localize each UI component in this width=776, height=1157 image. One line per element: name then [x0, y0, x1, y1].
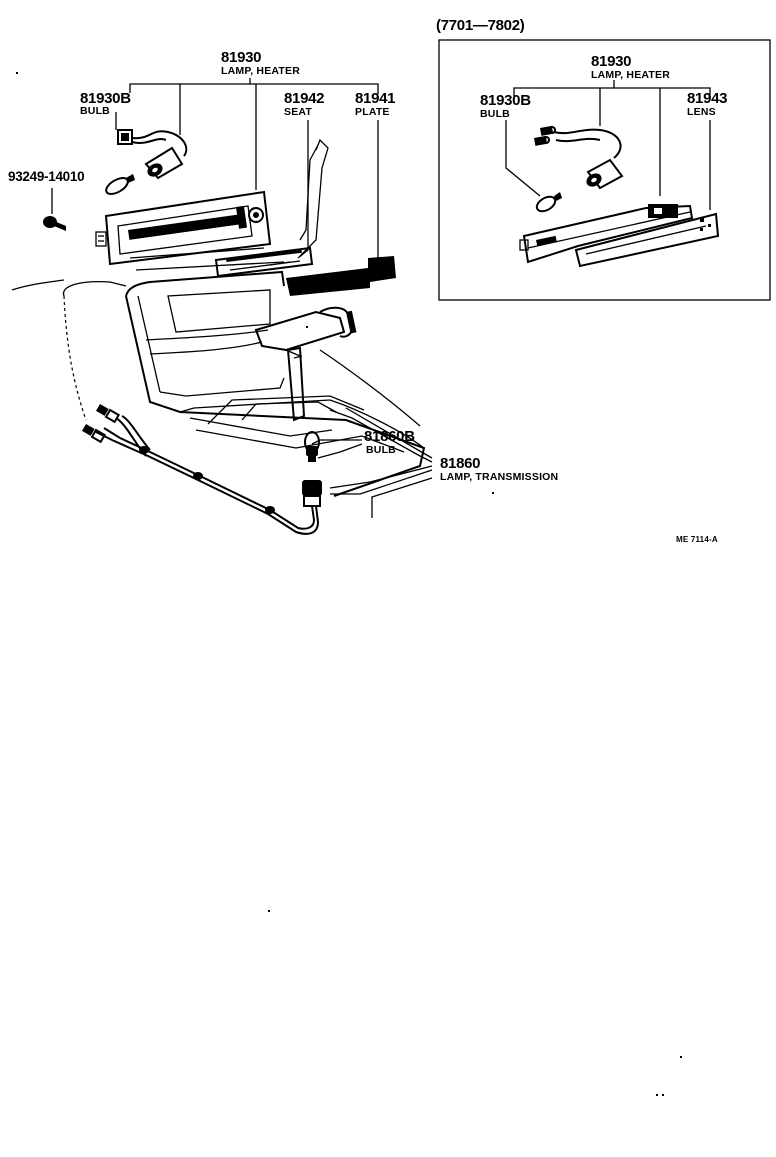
inset-lamp-heater-name: LAMP, HEATER [591, 69, 671, 81]
bulb-number: 81930B [80, 90, 131, 107]
leader-lines [51, 78, 433, 518]
trans-lamp-wire [82, 404, 322, 535]
seat-number: 81942 [284, 90, 325, 107]
console-outline [11, 138, 426, 497]
inset-lens-name: LENS [687, 106, 716, 118]
screw-number: 93249-14010 [8, 169, 85, 184]
screw-93249 [43, 216, 66, 231]
heater-socket-wire-main [117, 129, 188, 180]
scan-specks [16, 72, 682, 1096]
lamp-heater-name: LAMP, HEATER [221, 65, 301, 77]
heater-bulb-main [105, 174, 135, 195]
inset-bulb-number: 81930B [480, 92, 531, 109]
heater-control-panel [95, 190, 272, 266]
plate-name: PLATE [355, 106, 390, 118]
seat-name: SEAT [284, 106, 313, 118]
trans-bulb-number: 81860B [364, 428, 415, 445]
lamp-heater-number: 81930 [221, 49, 262, 66]
inset-lamp-heater-number: 81930 [591, 53, 632, 70]
plate-81941 [286, 256, 396, 296]
trans-bulb [304, 431, 320, 462]
inset-leaders [505, 80, 711, 210]
figure-code: ME 7114-A [676, 535, 718, 544]
inset-frame [438, 39, 771, 301]
trans-lamp-name: LAMP, TRANSMISSION [440, 471, 559, 483]
inset-bulb-name: BULB [480, 108, 510, 120]
inset-heater-lamp [519, 125, 720, 268]
seat-81942 [214, 246, 314, 278]
trans-bulb-name: BULB [366, 444, 396, 456]
bulb-name: BULB [80, 105, 110, 117]
shift-lever [254, 306, 357, 422]
variant-label: (7701—7802) [436, 17, 525, 34]
plate-number: 81941 [355, 90, 396, 107]
inset-lens-number: 81943 [687, 90, 728, 107]
trans-lamp-number: 81860 [440, 455, 481, 472]
